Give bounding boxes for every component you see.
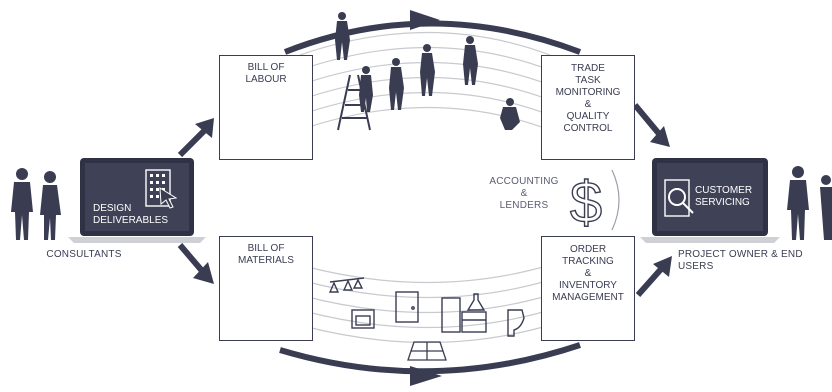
trade-line5: QUALITY bbox=[566, 111, 610, 122]
kitchen-cabinet-icon bbox=[441, 297, 487, 333]
cursor-icon bbox=[159, 187, 178, 209]
trade-line6: CONTROL bbox=[563, 123, 613, 134]
bill-of-materials-box: BILL OF MATERIALS bbox=[219, 236, 313, 341]
order-tracking-box: ORDER TRACKING & INVENTORY MANAGEMENT bbox=[541, 236, 635, 341]
customer-line1: CUSTOMER bbox=[695, 185, 753, 196]
building-icon bbox=[664, 179, 690, 217]
bill-of-labour-title: BILL OF LABOUR bbox=[220, 62, 312, 86]
order-line2: TRACKING bbox=[562, 256, 614, 267]
order-line4: INVENTORY bbox=[559, 280, 617, 291]
order-tracking-title: ORDER TRACKING & INVENTORY MANAGEMENT bbox=[542, 244, 634, 304]
project-owner-label: PROJECT OWNER & END USERS bbox=[678, 249, 803, 272]
design-line1: DESIGN bbox=[93, 203, 132, 214]
accounting-line2: & bbox=[520, 188, 528, 199]
consultants-label: CONSULTANTS bbox=[46, 249, 122, 260]
flask-icon bbox=[466, 293, 486, 311]
dollar-icon: $ bbox=[569, 169, 620, 236]
door-icon bbox=[395, 291, 419, 323]
flow-arrowhead-top bbox=[410, 10, 440, 30]
bill-of-labour-line1: BILL OF bbox=[247, 62, 285, 73]
flow-arrow-top bbox=[283, 20, 582, 55]
accounting-line1: ACCOUNTING bbox=[489, 176, 559, 187]
trade-task-title: TRADE TASK MONITORING & QUALITY CONTROL bbox=[542, 63, 634, 135]
trade-line2: TASK bbox=[575, 75, 601, 86]
tile-icon bbox=[407, 341, 447, 361]
trade-line1: TRADE bbox=[571, 63, 605, 74]
design-deliverables-label: DESIGN DELIVERABLES bbox=[93, 203, 168, 227]
customer-line2: SERVICING bbox=[695, 197, 750, 208]
bill-of-materials-line1: BILL OF bbox=[247, 243, 285, 254]
magnifier-icon bbox=[668, 188, 694, 214]
svg-text:$: $ bbox=[570, 170, 602, 235]
person-icon bbox=[787, 166, 832, 240]
order-line5: MANAGEMENT bbox=[552, 292, 624, 303]
ladder-icon bbox=[337, 74, 371, 131]
customer-servicing-label: CUSTOMER SERVICING bbox=[695, 185, 752, 209]
trade-line3: MONITORING bbox=[555, 87, 621, 98]
bill-of-materials-line2: MATERIALS bbox=[238, 255, 294, 266]
bill-of-materials-title: BILL OF MATERIALS bbox=[220, 243, 312, 267]
lamp-icon bbox=[328, 277, 365, 293]
bottom-arc-lines bbox=[299, 264, 551, 344]
flow-arrowhead-bottom bbox=[410, 366, 442, 386]
person-icon bbox=[11, 168, 61, 240]
trade-line4: & bbox=[584, 99, 592, 110]
flow-arrow-bottom bbox=[279, 342, 581, 375]
worker-icon bbox=[335, 12, 520, 130]
order-line3: & bbox=[584, 268, 592, 279]
accounting-line3: LENDERS bbox=[499, 200, 549, 211]
laptop-icon bbox=[68, 158, 206, 243]
order-line1: ORDER bbox=[569, 244, 607, 255]
diagonal-arrows bbox=[177, 103, 672, 297]
accounting-lenders-label: ACCOUNTING & LENDERS bbox=[484, 176, 564, 212]
building-icon bbox=[145, 169, 171, 207]
design-line2: DELIVERABLES bbox=[93, 215, 169, 226]
bill-of-labour-box: BILL OF LABOUR bbox=[219, 55, 313, 160]
trade-task-box: TRADE TASK MONITORING & QUALITY CONTROL bbox=[541, 55, 635, 160]
oven-icon bbox=[351, 309, 375, 329]
bill-of-labour-line2: LABOUR bbox=[245, 74, 287, 85]
toilet-icon bbox=[507, 309, 525, 337]
